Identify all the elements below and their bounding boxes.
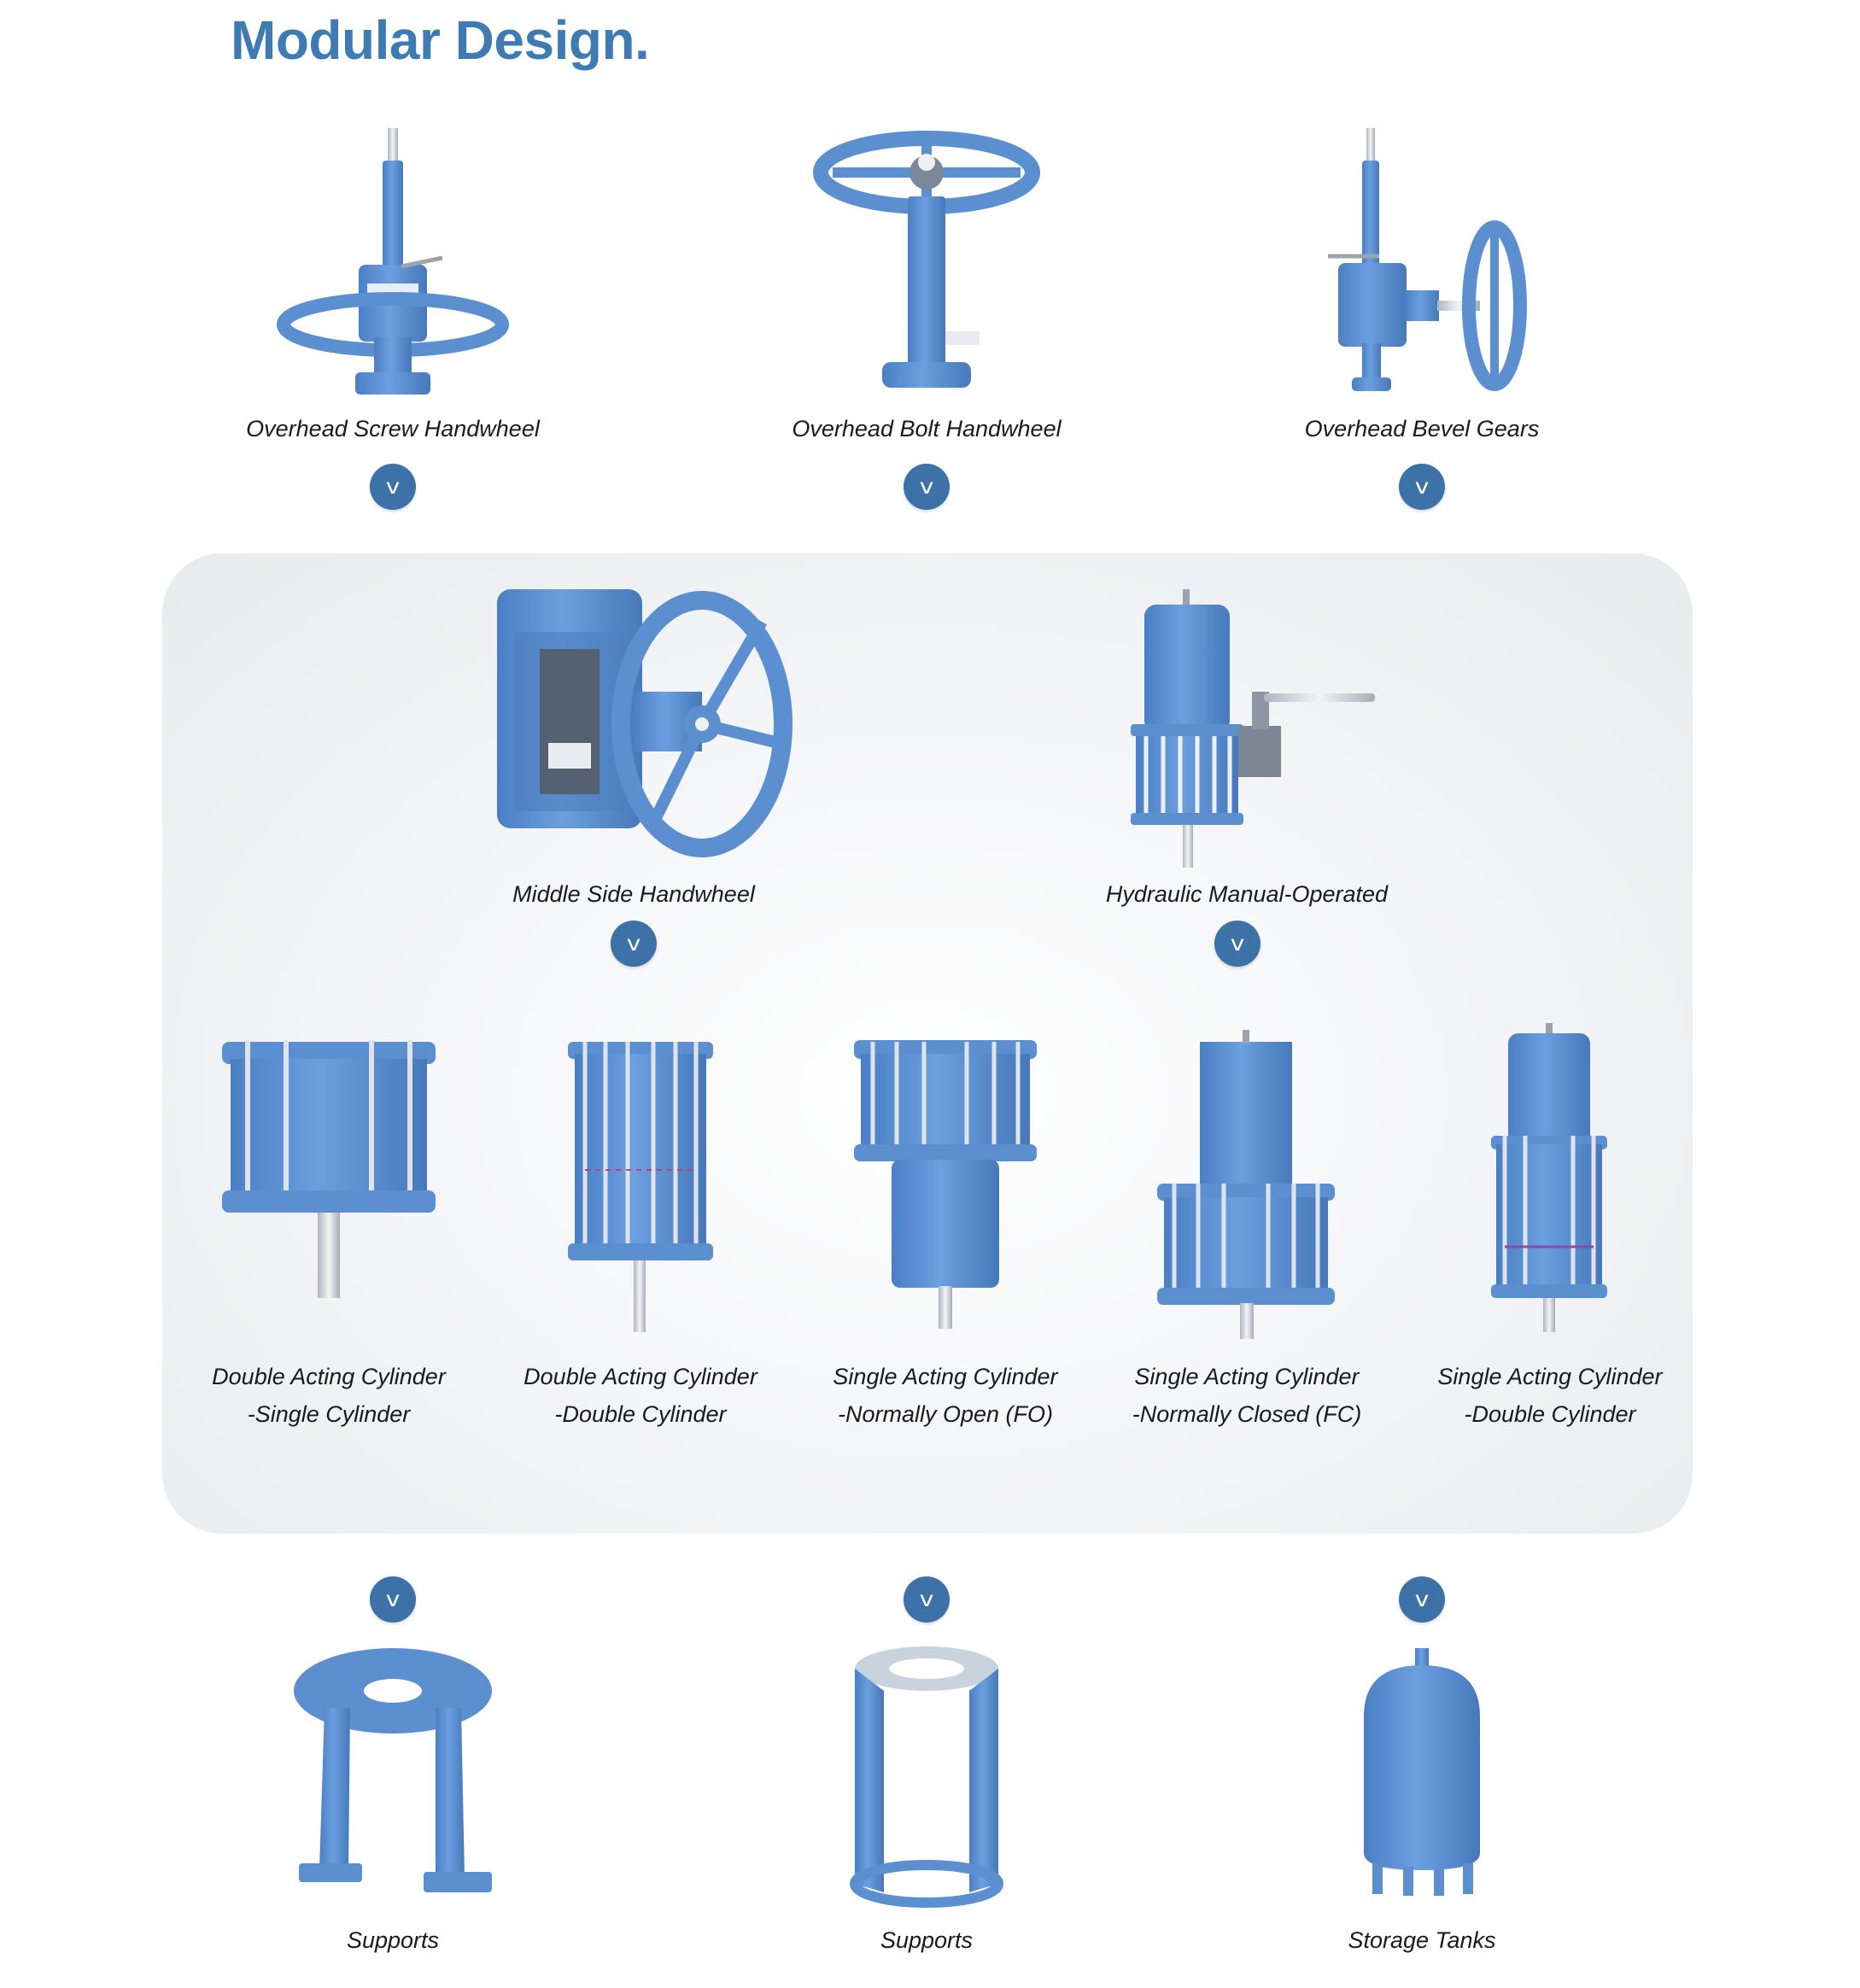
cylinder-label-line1: Single Acting Cylinder xyxy=(1437,1364,1663,1389)
cylinder-label-line1: Double Acting Cylinder xyxy=(212,1364,446,1389)
module-label: Overhead Bolt Handwheel xyxy=(792,416,1062,441)
hydraulic-manual-operated-icon xyxy=(1131,589,1375,868)
overhead-bevel-gears-icon xyxy=(1328,128,1527,391)
cylinder-label-line1: Single Acting Cylinder xyxy=(1134,1364,1360,1389)
module-single-acting-normally-closed[interactable]: Single Acting Cylinder -Normally Closed … xyxy=(1114,1016,1379,1433)
module-label: Supports xyxy=(346,1927,440,1953)
single-acting-normally-closed-icon xyxy=(1157,1030,1335,1339)
chevron-down-icon[interactable]: v xyxy=(1214,921,1260,967)
single-acting-double-cylinder-icon xyxy=(1491,1023,1607,1332)
page-title: Modular Design. xyxy=(231,9,650,71)
overhead-bolt-handwheel-icon xyxy=(813,131,1040,388)
module-supports-bracket[interactable]: Supports xyxy=(226,1640,559,1959)
module-label: Supports xyxy=(880,1927,974,1953)
support-bracket-icon xyxy=(294,1648,492,1892)
chevron-down-icon[interactable]: v xyxy=(1399,464,1445,510)
module-single-acting-normally-open[interactable]: Single Acting Cylinder -Normally Open (F… xyxy=(813,1016,1078,1433)
cylinder-label-line2: -Normally Open (FO) xyxy=(837,1401,1054,1427)
cylinder-label-line2: -Normally Closed (FC) xyxy=(1132,1401,1362,1427)
chevron-down-icon[interactable]: v xyxy=(904,464,950,510)
module-label: Overhead Bevel Gears xyxy=(1304,416,1540,441)
module-label: Middle Side Handwheel xyxy=(512,881,755,907)
cylinder-label-line1: Single Acting Cylinder xyxy=(833,1364,1058,1389)
double-acting-single-cylinder-icon xyxy=(222,1040,436,1298)
module-double-acting-double-cylinder[interactable]: Double Acting Cylinder -Double Cylinder xyxy=(508,1016,773,1433)
cylinder-label-line2: -Double Cylinder xyxy=(1464,1401,1636,1427)
storage-tank-icon xyxy=(1364,1648,1480,1896)
cylinder-label-line2: -Single Cylinder xyxy=(247,1401,411,1427)
cylinder-label-line1: Double Acting Cylinder xyxy=(523,1364,757,1389)
module-single-acting-double-cylinder[interactable]: Single Acting Cylinder -Double Cylinder xyxy=(1418,1016,1682,1433)
module-overhead-bevel-gears[interactable]: Overhead Bevel Gears xyxy=(1255,120,1588,447)
module-label: Storage Tanks xyxy=(1348,1927,1496,1953)
chevron-down-icon[interactable]: v xyxy=(1399,1576,1445,1623)
chevron-down-icon[interactable]: v xyxy=(904,1576,950,1623)
module-double-acting-single-cylinder[interactable]: Double Acting Cylinder -Single Cylinder xyxy=(196,1016,461,1433)
support-cage-icon xyxy=(850,1646,1003,1908)
module-overhead-screw-handwheel[interactable]: Overhead Screw Handwheel xyxy=(226,120,559,447)
chevron-down-icon[interactable]: v xyxy=(611,921,657,967)
single-acting-normally-open-icon xyxy=(854,1040,1037,1329)
chevron-down-icon[interactable]: v xyxy=(370,1576,416,1623)
overhead-screw-handwheel-icon xyxy=(277,128,509,395)
module-label: Hydraulic Manual-Operated xyxy=(1105,881,1389,907)
middle-side-handwheel-icon xyxy=(497,589,793,857)
module-storage-tanks[interactable]: Storage Tanks xyxy=(1255,1640,1588,1959)
module-overhead-bolt-handwheel[interactable]: Overhead Bolt Handwheel xyxy=(760,120,1093,447)
double-acting-double-cylinder-icon xyxy=(568,1042,713,1332)
module-middle-side-handwheel[interactable]: Middle Side Handwheel xyxy=(454,581,813,913)
module-supports-cage[interactable]: Supports xyxy=(760,1640,1093,1959)
cylinder-label-line2: -Double Cylinder xyxy=(554,1401,727,1427)
module-label: Overhead Screw Handwheel xyxy=(246,416,540,441)
chevron-down-icon[interactable]: v xyxy=(370,464,416,510)
module-hydraulic-manual-operated[interactable]: Hydraulic Manual-Operated xyxy=(1067,581,1426,913)
